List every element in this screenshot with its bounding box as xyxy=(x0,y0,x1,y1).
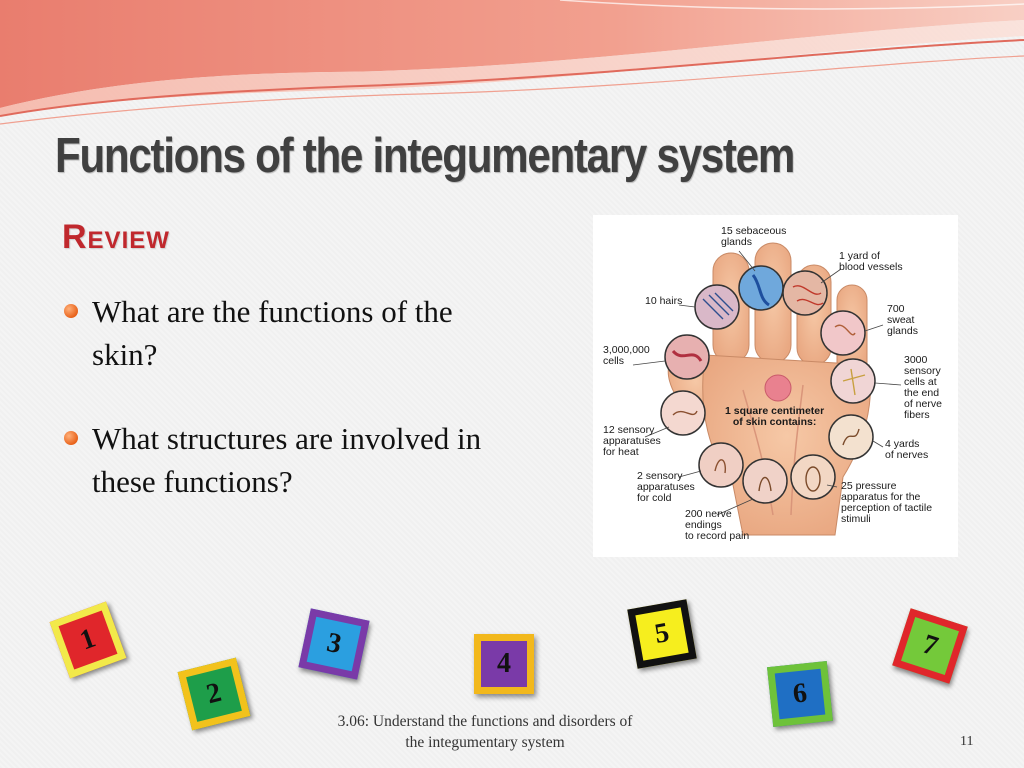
hand-illustration xyxy=(632,242,902,536)
number-block: 3 xyxy=(298,608,370,680)
decorative-banner xyxy=(0,0,1024,125)
label-center-title: 1 square centimeter of skin contains: xyxy=(725,405,825,428)
label-sweat-glands: 700 sweat glands xyxy=(887,303,918,337)
number-block-label: 6 xyxy=(791,677,809,710)
bullet-item: What structures are involved in these fu… xyxy=(64,417,484,503)
number-block-label: 5 xyxy=(652,617,672,650)
bullet-dot-icon xyxy=(64,431,78,445)
label-nerves: 4 yards of nerves xyxy=(885,438,929,461)
label-pressure-apparatus: 25 pressure apparatus for the perception… xyxy=(841,480,933,525)
number-block-label: 2 xyxy=(203,676,225,711)
label-sensory-cells: 3000 sensory cells at the end of nerve f… xyxy=(904,354,942,421)
label-heat-apparatus: 12 sensory apparatuses for heat xyxy=(603,424,661,458)
label-cold-apparatus: 2 sensory apparatuses for cold xyxy=(637,470,695,504)
slide-footer: 3.06: Understand the functions and disor… xyxy=(300,711,670,753)
label-blood-vessels: 1 yard of blood vessels xyxy=(839,250,903,273)
bullet-list: What are the functions of the skin? What… xyxy=(64,290,484,503)
label-sebaceous-glands: 15 sebaceous glands xyxy=(721,225,787,248)
skin-hand-figure: 15 sebaceous glands 1 yard of blood vess… xyxy=(593,215,958,557)
number-block-label: 7 xyxy=(918,628,942,663)
footer-line: 3.06: Understand the functions and disor… xyxy=(337,713,633,730)
slide-title: Functions of the integumentary system xyxy=(55,129,795,183)
bullet-item: What are the functions of the skin? xyxy=(64,290,484,376)
label-cells: 3,000,000 cells xyxy=(603,344,650,367)
number-block-label: 4 xyxy=(497,648,511,679)
footer-line: the integumentary system xyxy=(405,734,565,751)
number-block-label: 3 xyxy=(324,626,345,661)
label-hairs: 10 hairs xyxy=(645,295,683,307)
number-block: 5 xyxy=(627,599,697,669)
bullet-text: What are the functions of the skin? xyxy=(92,294,453,372)
bullet-dot-icon xyxy=(64,304,78,318)
number-block: 4 xyxy=(474,634,534,694)
number-block-label: 1 xyxy=(75,622,100,657)
page-number: 11 xyxy=(960,734,974,749)
bullet-text: What structures are involved in these fu… xyxy=(92,421,482,499)
number-block: 6 xyxy=(767,661,833,727)
slide-subtitle: Review xyxy=(62,218,170,256)
label-pain-nerve-endings: 200 nerve endings to record pain xyxy=(685,508,750,542)
